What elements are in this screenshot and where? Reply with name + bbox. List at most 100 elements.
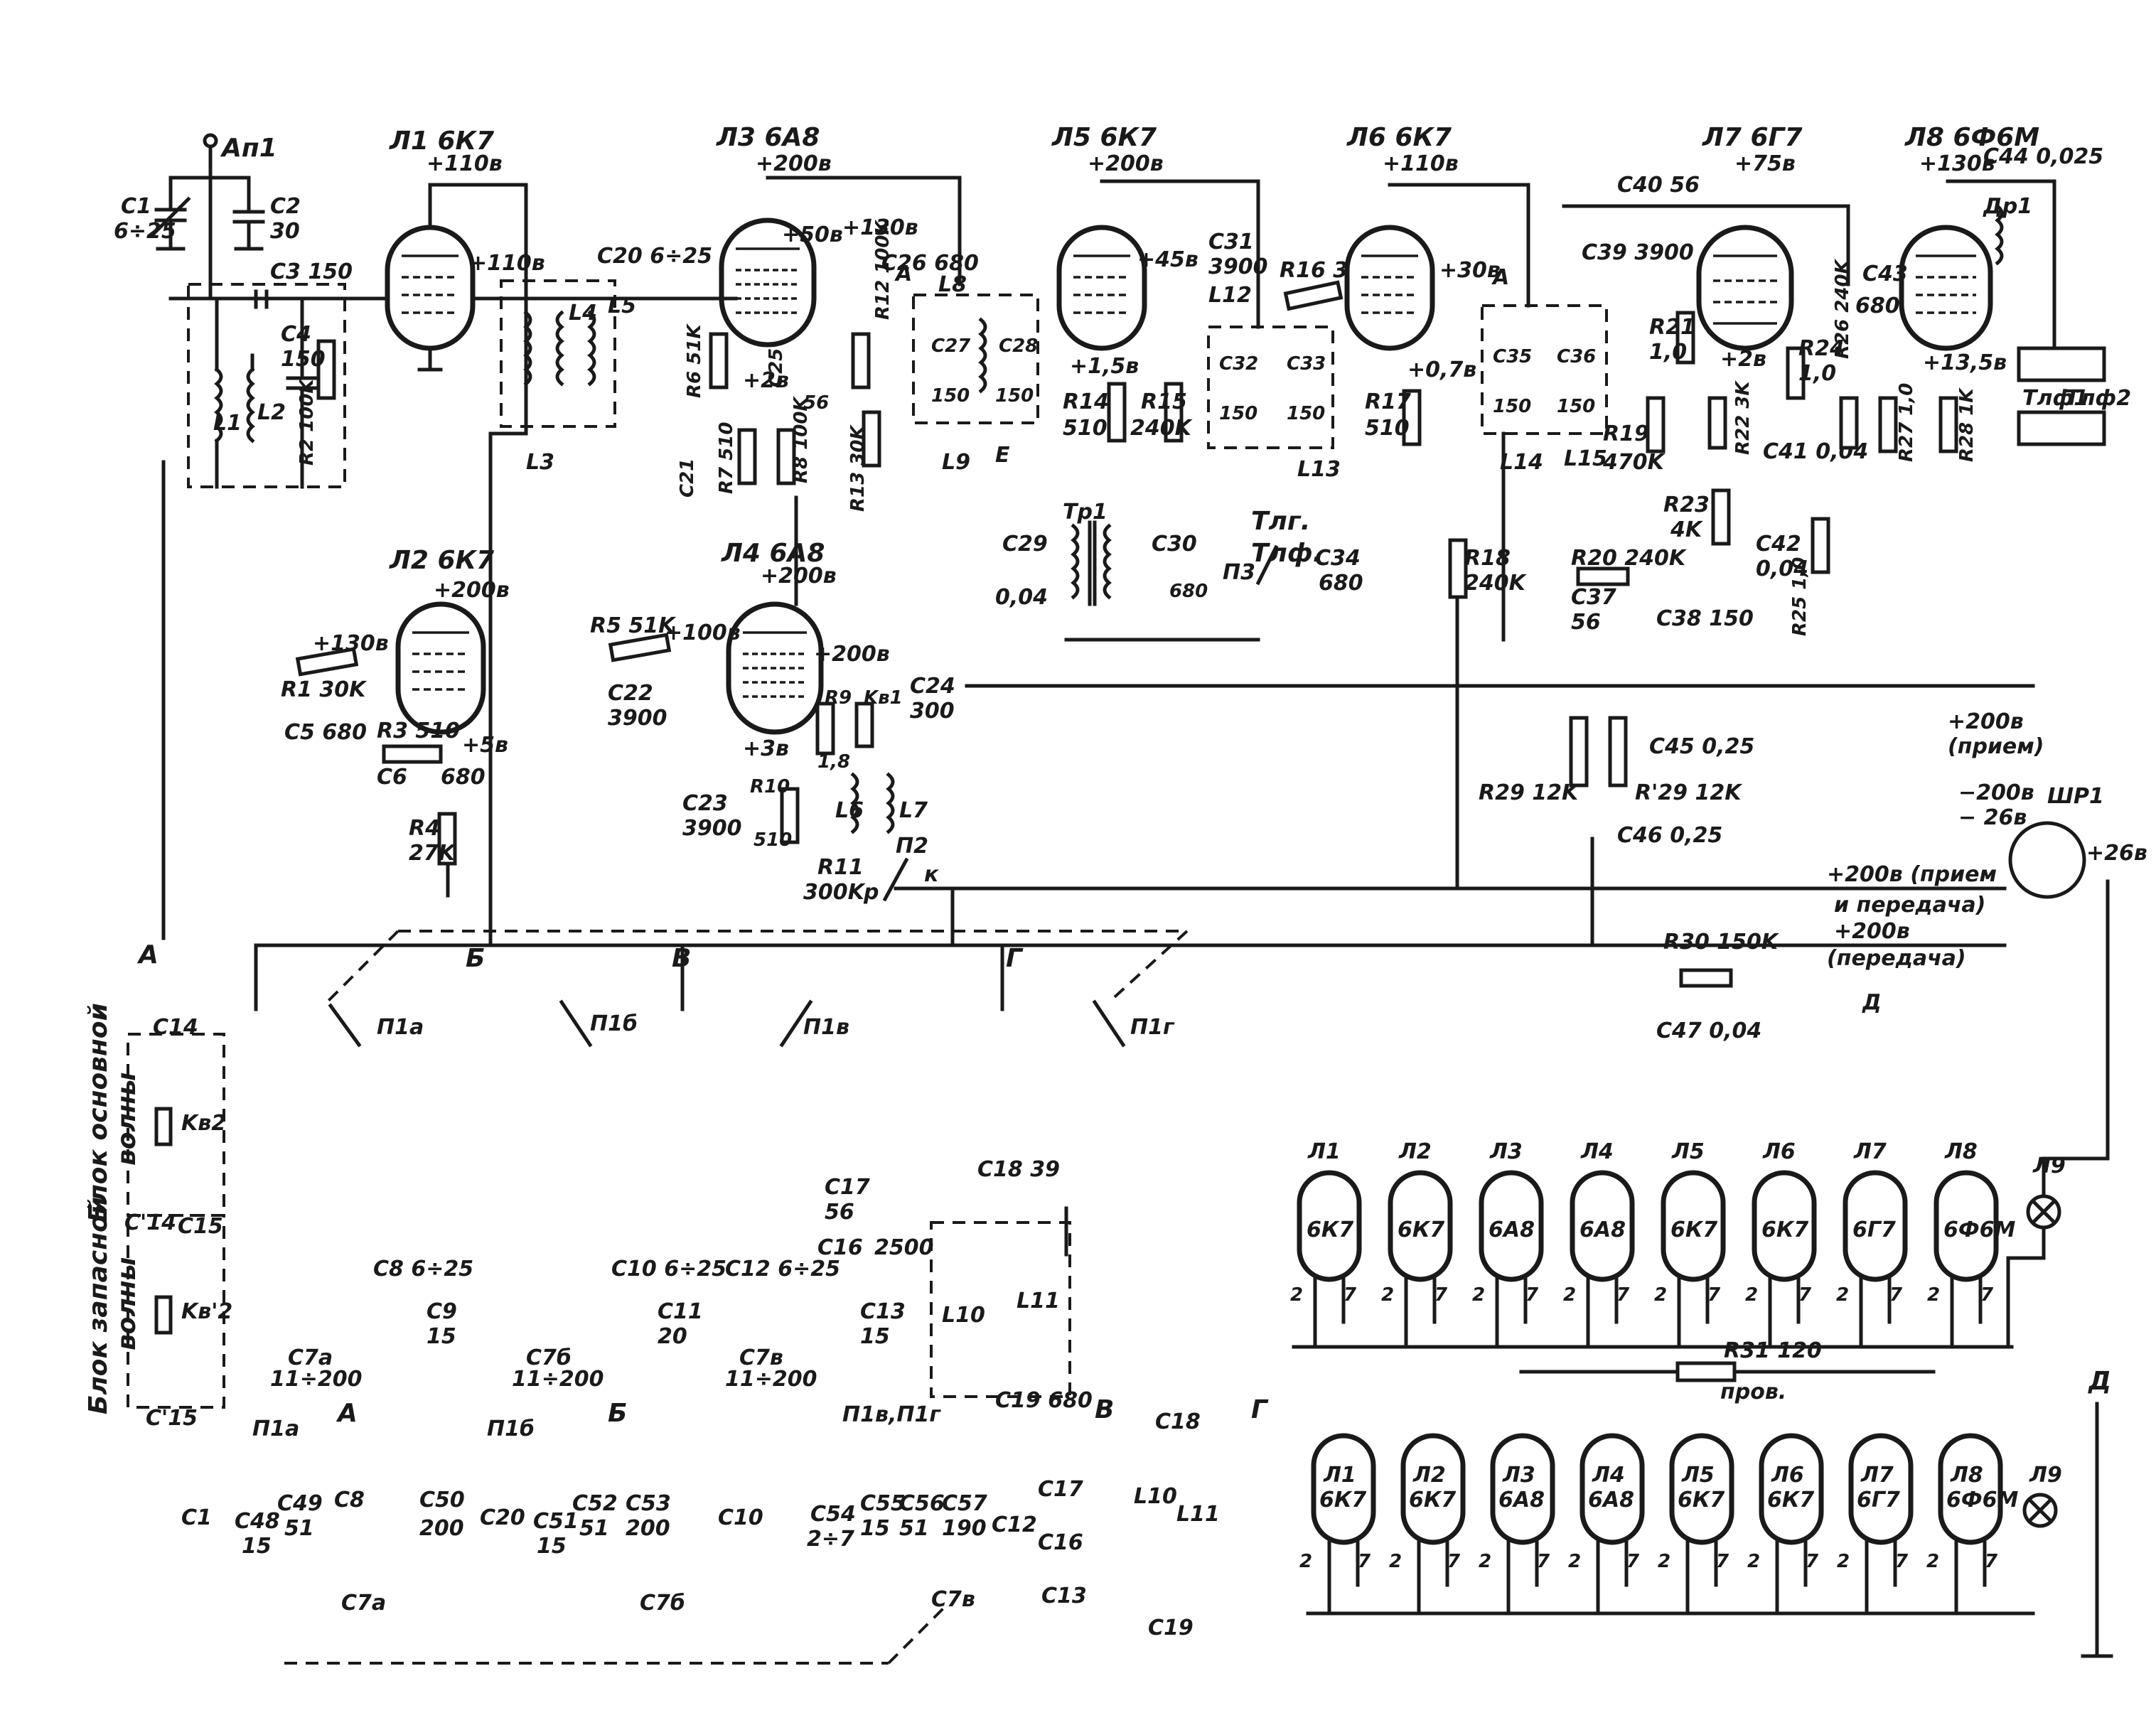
c33-value: 150 xyxy=(1287,403,1325,424)
switch-p1g-blade[interactable] xyxy=(1092,999,1126,1048)
c9-value: 15 xyxy=(427,1324,456,1349)
conn-neg26: − 26в xyxy=(1958,805,2027,830)
antenna-terminal-icon xyxy=(203,133,218,149)
l15-coil-label: L15 xyxy=(1564,446,1607,471)
conn-rx-voltage: +200в xyxy=(1948,709,2024,734)
filament-a-pin7: 7 xyxy=(1798,1284,1812,1306)
switch-p1g-label: П1г xyxy=(1130,1015,1175,1040)
tube-l5-envelope xyxy=(1056,225,1147,351)
c25-label: C25 xyxy=(766,348,787,387)
l2-label: L2 xyxy=(257,400,286,425)
switch-p2-blade[interactable] xyxy=(882,857,909,902)
p3-switch-blade[interactable] xyxy=(1255,544,1279,586)
c31-label: C31 xyxy=(1208,230,1254,254)
lower-c55: C55 xyxy=(860,1491,906,1516)
r23-value: 4K xyxy=(1670,517,1704,542)
point-a-l14: A xyxy=(1491,265,1509,290)
switch-p1b-label: П1б xyxy=(590,1011,638,1036)
point-d-lower: Д xyxy=(2088,1367,2111,1396)
crystal-kv1-icon xyxy=(854,702,874,748)
tube-l3-v2: +130в xyxy=(842,215,918,240)
c26-label: C26 680 xyxy=(881,251,979,276)
c38-label: C38 150 xyxy=(1656,606,1754,631)
filament-a-tube-label: Л2 xyxy=(1398,1139,1432,1164)
switch-p1b-blade[interactable] xyxy=(559,999,593,1048)
c25-value: 56 xyxy=(803,392,829,414)
r21-label: R21 xyxy=(1649,315,1695,340)
tube-l5-screen-voltage: +45в xyxy=(1137,247,1198,272)
c40-label: C40 56 xyxy=(1617,173,1700,198)
filament-a-tube-type: 6К7 xyxy=(1761,1218,1808,1242)
filament-b-pin7: 7 xyxy=(1358,1551,1371,1572)
filament-b-tube-type: 6Г7 xyxy=(1857,1488,1900,1512)
lower-c7a: C7а xyxy=(341,1591,386,1616)
tlf-label: Тлф. xyxy=(1251,539,1322,568)
c2-label: C2 xyxy=(270,194,301,219)
tube-l2-section: Л2 6К7 +130в +200в +5в R1 30K C5 680 R3 … xyxy=(161,460,510,940)
kv2b-label: Kв'2 xyxy=(181,1299,232,1324)
filament-a-pin2: 2 xyxy=(1836,1284,1849,1306)
r14-value: 510 xyxy=(1063,416,1108,441)
tube-l4-v2: +200в xyxy=(814,642,890,667)
r29b-label: R'29 12K xyxy=(1635,780,1743,805)
c4-value: 150 xyxy=(281,347,326,372)
tube-l5-anode-voltage: +200в xyxy=(1088,151,1164,176)
c13-label: C13 xyxy=(860,1299,906,1324)
switch-p1a-blade[interactable] xyxy=(328,1003,362,1048)
c36-label: C36 xyxy=(1557,346,1596,367)
r9-label: R9 xyxy=(825,687,852,709)
c5-label: C5 680 xyxy=(284,720,367,745)
filament-a-tube-label: Л8 xyxy=(1944,1139,1978,1164)
switch-p1v-label: П1в xyxy=(803,1015,849,1040)
tube-l7-section: Л7 6Г7 +75в +2в R21 1,0 R22 3K R23 4K R2… xyxy=(1649,123,1868,636)
c1-label: C1 xyxy=(121,194,151,219)
point-e-upper: Е xyxy=(995,443,1010,468)
switch-p2-k: к xyxy=(924,862,939,887)
tube-l6-name: Л6 6К7 xyxy=(1346,123,1452,152)
r7-label: R7 510 xyxy=(716,422,737,494)
lower-c16: C16 xyxy=(1038,1530,1083,1555)
conn-both-note: и передача) xyxy=(1834,893,1985,918)
lower-point-v: В xyxy=(1095,1395,1114,1424)
variable-cap-blocks: C8 6÷25 C9 15 C7a 11÷200 C10 6÷25 C11 20… xyxy=(270,1157,1093,1413)
tube-l4-name: Л4 6А8 xyxy=(721,539,825,568)
c35-label: C35 xyxy=(1493,346,1532,367)
c44-label: C44 0,025 xyxy=(1983,144,2103,169)
c32-value: 150 xyxy=(1219,403,1257,424)
filament-a-tube-label: Л7 xyxy=(1853,1139,1887,1164)
filament-a-tube-type: 6А8 xyxy=(1580,1218,1626,1242)
r31-note: пров. xyxy=(1720,1380,1786,1404)
r17-value: 510 xyxy=(1365,416,1410,441)
lower-point-b: Б xyxy=(608,1399,627,1428)
tube-l3-cathode: +2в xyxy=(743,368,789,393)
filament-b-pin7: 7 xyxy=(1895,1551,1909,1572)
filament-b-tube-label: Л3 xyxy=(1502,1463,1535,1488)
filament-b-pin7: 7 xyxy=(1537,1551,1550,1572)
connector-shr1-icon[interactable] xyxy=(2008,821,2086,899)
c33-label: C33 xyxy=(1287,353,1326,375)
switch-p2-label: П2 xyxy=(896,834,928,859)
lower-c49: C49 xyxy=(277,1491,323,1516)
filament-a-pin2: 2 xyxy=(1927,1284,1940,1306)
switch-p1v-blade[interactable] xyxy=(779,999,813,1048)
filament-a-tube-type: 6К7 xyxy=(1307,1218,1353,1242)
lower-point-a: A xyxy=(336,1399,358,1428)
r25-label: R25 1,0 xyxy=(1789,557,1811,636)
lower-c18: C18 xyxy=(1155,1409,1201,1434)
conn-both: +200в (прием xyxy=(1827,862,1997,887)
filament-a-pin7: 7 xyxy=(1980,1284,1994,1306)
point-a-upper: A xyxy=(894,262,912,286)
c24-label: C24 xyxy=(910,674,955,699)
c42-value: 0,04 xyxy=(1756,557,1808,581)
crystal-kv2b-icon xyxy=(154,1295,173,1335)
filament-a-pin2: 2 xyxy=(1381,1284,1394,1306)
filament-b-tube-type: 6К7 xyxy=(1319,1488,1366,1512)
filament-a-pin2: 2 xyxy=(1472,1284,1485,1306)
tlf1-label: Тлф1 xyxy=(2022,386,2088,411)
r15-value: 240K xyxy=(1130,416,1194,441)
r24-value: 1,0 xyxy=(1798,361,1836,386)
